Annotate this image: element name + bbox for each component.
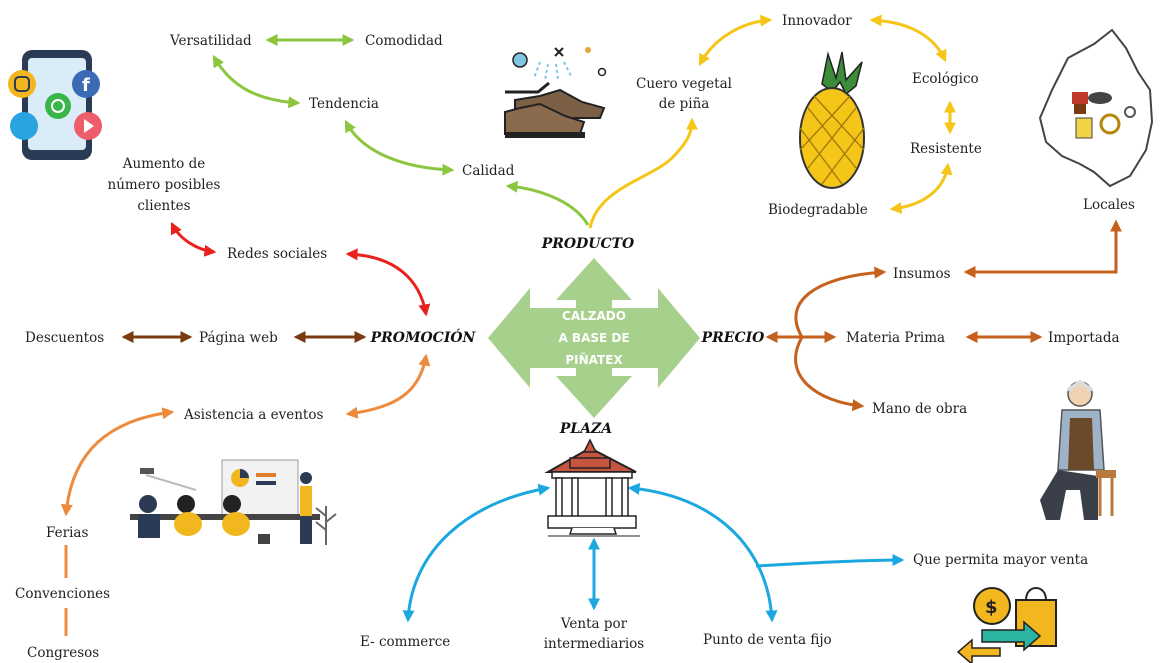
twitter-icon [10,112,38,140]
arrow-tendencia-calidad [344,119,455,176]
center-line-2: A BASE DE [558,331,629,345]
arrow-asistencia-promocion [345,353,431,419]
arrow-producto-calidad [505,180,590,226]
svg-text:$: $ [985,597,998,618]
label-redes-sociales: Redes sociales [227,246,327,262]
shoes-spray-icon [504,47,607,138]
branch-precio: PRECIO [701,330,766,346]
label-ecologico: Ecológico [912,71,979,87]
label-cuero-vegetal-1: Cuero vegetal [636,76,732,92]
label-pagina-web: Página web [199,330,278,346]
label-ecommerce: E- commerce [360,634,450,650]
label-comodidad: Comodidad [365,33,443,49]
label-tendencia: Tendencia [309,96,379,112]
label-materia-prima: Materia Prima [846,330,945,346]
center-line-1: CALZADO [562,309,626,323]
social-media-phone-icon: f [8,50,102,160]
center-line-3: PIÑATEX [565,352,623,367]
label-aumento-1: Aumento de [122,156,205,172]
label-intermediarios: intermediarios [544,636,645,652]
sales-money-exchange-icon: $ [956,587,1057,663]
producto-green-arrows [212,34,590,226]
arrow-redes-promocion [345,248,431,317]
promocion-arrows [60,221,431,636]
artisan-shoemaker-illustration [1040,379,1116,520]
branch-promocion: PROMOCIÓN [370,328,477,346]
label-cuero-vegetal-2: de piña [659,96,710,112]
event-meeting-illustration [130,459,337,545]
label-punto-venta-fijo: Punto de venta fijo [703,632,832,648]
arrow-precio-mano-obra [794,336,865,412]
arrow-precio-insumos [794,266,887,338]
facebook-icon [72,70,100,98]
label-biodegradable: Biodegradable [768,202,868,218]
arrow-plaza-ecommerce [402,483,551,623]
label-mayor-venta: Que permita mayor venta [913,552,1088,568]
arrow-punto-mayor-venta [755,554,905,568]
branch-producto: PRODUCTO [541,236,635,252]
label-aumento-3: clientes [137,198,190,214]
label-calidad: Calidad [462,163,515,179]
pineapple-icon [799,51,865,189]
label-locales: Locales [1083,197,1135,213]
label-congresos: Congresos [27,645,99,661]
instagram-icon [8,70,36,98]
svg-text:f: f [82,75,90,96]
producto-yellow-arrows [588,14,956,229]
whatsapp-icon [45,93,71,119]
label-versatilidad: Versatilidad [169,33,252,49]
label-venta-por: Venta por [560,616,628,632]
gazebo-plaza-icon [544,438,640,537]
shoe-sole-icon [1088,92,1112,104]
label-innovador: Innovador [782,13,852,29]
arrow-producto-cuero [588,117,698,229]
label-aumento-2: número posibles [108,177,221,193]
label-mano-de-obra: Mano de obra [872,401,967,417]
arrow-aumento-redes [170,221,217,257]
buckle-icon [1099,113,1121,135]
label-ferias: Ferias [46,525,88,541]
arrow-plaza-punto-venta [627,482,778,623]
center-four-way-arrow: CALZADO A BASE DE PIÑATEX [488,258,700,418]
colombia-map-icon [1038,28,1154,188]
arrow-innovador-ecologico [869,14,947,63]
arrow-cuero-innovador [698,14,773,67]
precio-arrows [765,219,1122,412]
branch-plaza: PLAZA [559,421,612,437]
thread-spool-icon [1072,92,1088,104]
label-asistencia-eventos: Asistencia a eventos [183,407,323,423]
plaza-arrows [402,482,905,623]
arrow-versatilidad-tendencia [212,54,301,109]
arrow-resistente-biodegradable [889,162,953,214]
label-descuentos: Descuentos [25,330,104,346]
arrow-insumos-locales [963,219,1122,278]
arrow-asistencia-ferias [60,407,175,517]
label-convenciones: Convenciones [15,586,110,602]
label-insumos: Insumos [893,266,951,282]
label-importada: Importada [1048,330,1120,346]
label-resistente: Resistente [910,141,982,157]
